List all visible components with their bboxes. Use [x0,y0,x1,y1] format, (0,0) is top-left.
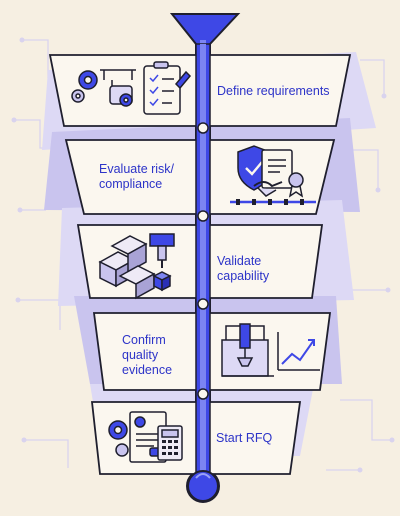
metal-blocks-cnc-machine-icon [98,233,175,300]
document-calculator-gear-icon [108,411,183,463]
circuit-traces [14,39,392,471]
stage-5-label: Start RFQ [216,431,273,445]
stage-3-label: Validate capability [217,254,270,283]
gears-caliper-checklist-icon [71,61,192,115]
stage-2-label: Evaluate risk/ compliance [99,162,175,191]
funnel-stem-front [187,43,219,502]
circuit-nodes [11,37,395,473]
robot-arm-trend-chart-icon [221,323,320,377]
shield-check-handshake-certificate-icon [230,145,316,205]
stage-card-4 [92,312,332,391]
stage-4-label: Confirm quality evidence [122,333,173,377]
stage-1-label: Define requirements [217,84,330,98]
